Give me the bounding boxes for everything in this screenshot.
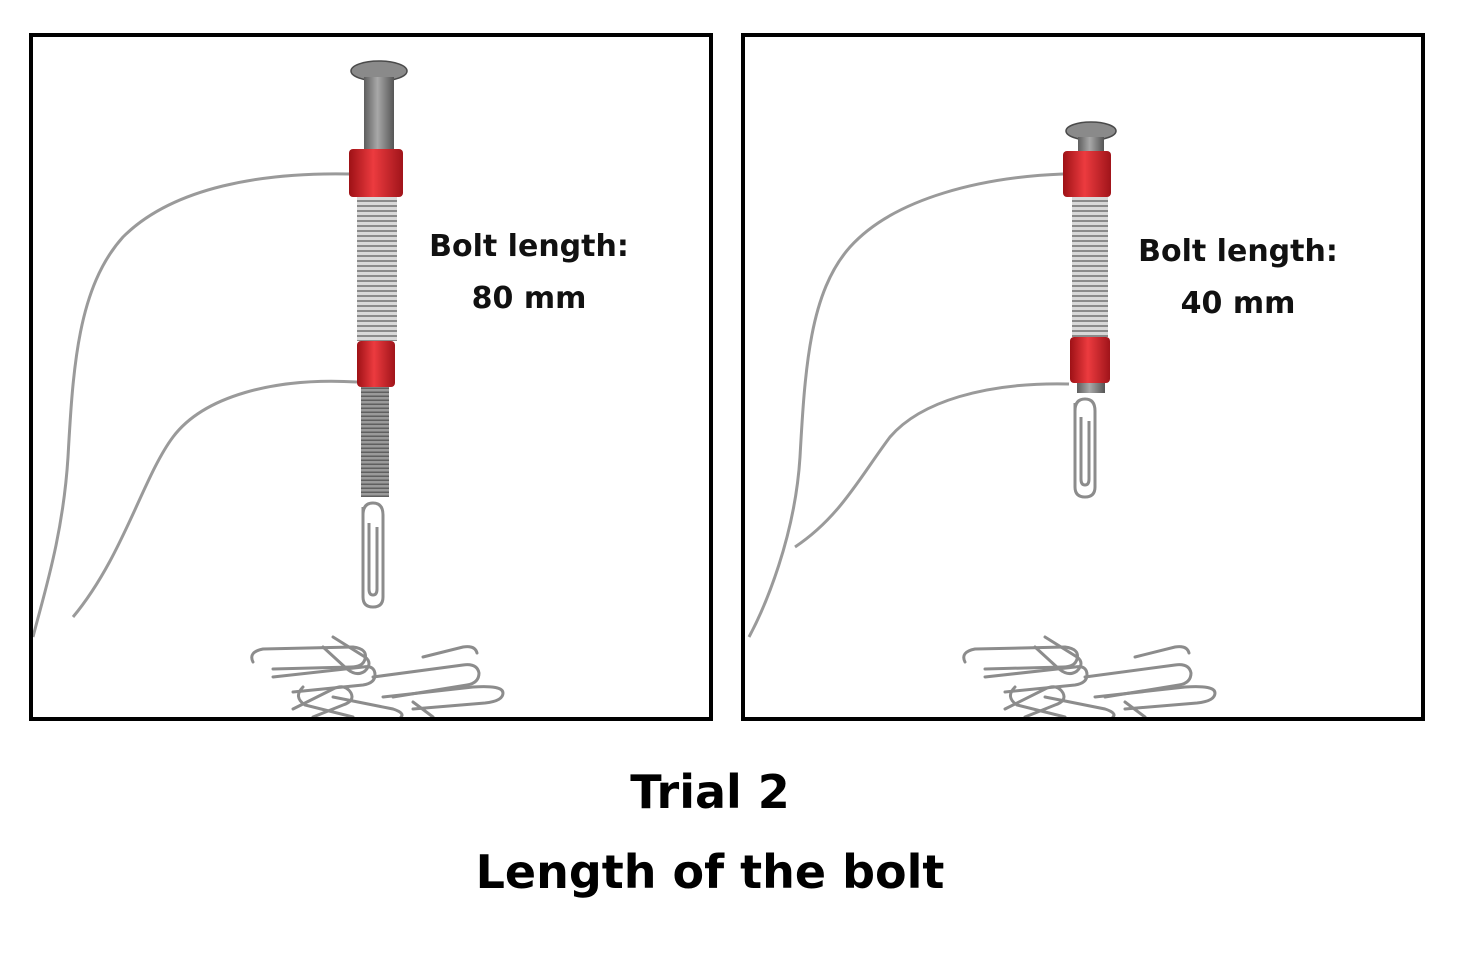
bolt-length-label-40mm: Bolt length: 40 mm	[1108, 226, 1368, 330]
paperclip-pile	[252, 637, 503, 717]
electromagnet-illustration-80mm	[33, 37, 709, 717]
caption-subtitle: Length of the bolt	[0, 845, 1420, 899]
bolt-length-title: Bolt length:	[1108, 226, 1368, 278]
wire-top	[749, 174, 1063, 637]
paperclip-pile	[964, 637, 1215, 717]
caption-title: Trial 2	[0, 765, 1420, 819]
panel-40mm: Bolt length: 40 mm	[741, 33, 1425, 721]
wire-bottom	[73, 381, 357, 617]
bolt-length-value: 80 mm	[399, 273, 659, 325]
bolt-thread	[361, 387, 389, 497]
coil-collar-bottom	[1070, 337, 1110, 383]
bolt-length-label-80mm: Bolt length: 80 mm	[399, 221, 659, 325]
coil-collar-top	[349, 149, 403, 197]
wire-top	[33, 174, 351, 637]
coil-collar-bottom	[357, 341, 395, 387]
bolt-length-title: Bolt length:	[399, 221, 659, 273]
bolt-tip	[1077, 383, 1105, 393]
wire-bottom	[795, 384, 1069, 547]
coil-windings	[357, 197, 397, 341]
bolt-length-value: 40 mm	[1108, 278, 1368, 330]
hanging-paperclip	[1075, 399, 1095, 497]
coil-collar-top	[1063, 151, 1111, 197]
hanging-paperclip	[363, 503, 383, 607]
electromagnet-illustration-40mm	[745, 37, 1421, 717]
coil-windings	[1072, 197, 1108, 337]
panel-80mm: Bolt length: 80 mm	[29, 33, 713, 721]
